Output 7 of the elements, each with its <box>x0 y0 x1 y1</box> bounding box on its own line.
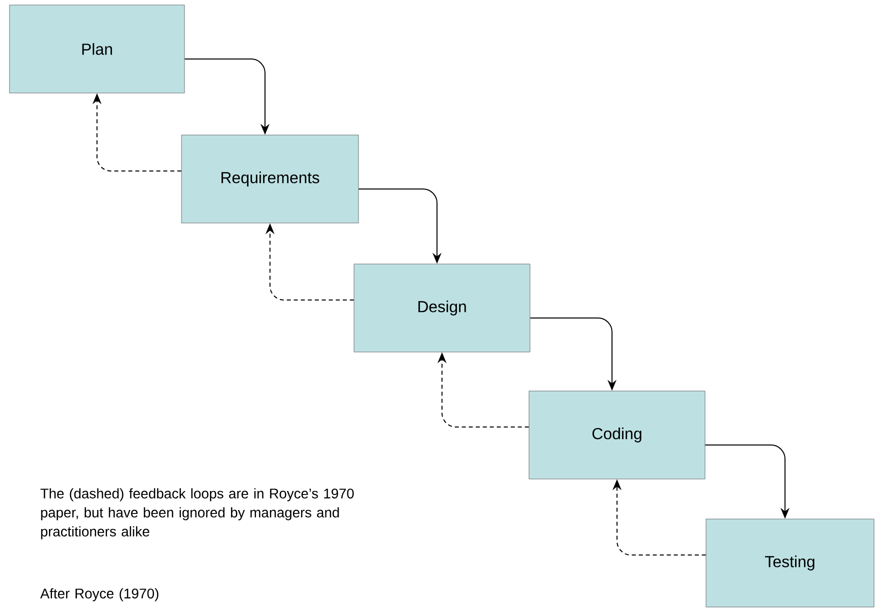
process-box: Plan <box>9 4 185 94</box>
note-text: The (dashed) feedback loops are in Royce’s 1970 paper, but have been ignored by managers and practitioners alike <box>40 488 354 540</box>
process-box: Design <box>354 264 530 352</box>
process-box: Coding <box>528 390 706 480</box>
process-box: Requirements <box>181 134 359 224</box>
process-box: Testing <box>706 518 874 608</box>
note-text: After Royce (1970) <box>40 588 158 602</box>
